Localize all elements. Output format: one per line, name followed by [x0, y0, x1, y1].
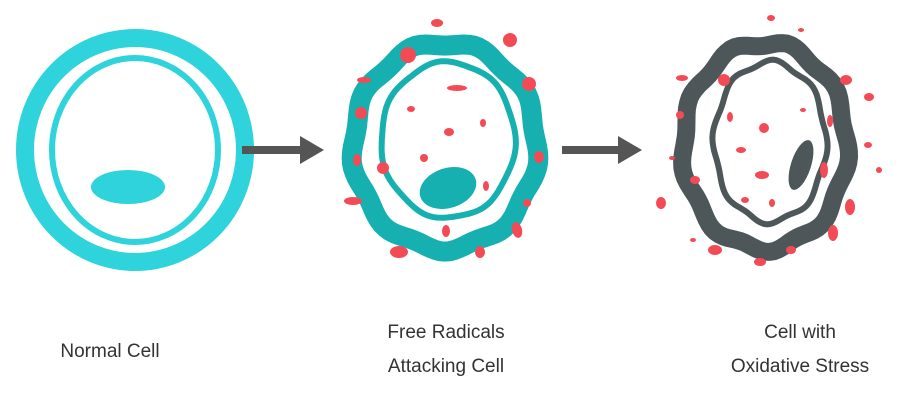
free-radical — [669, 156, 675, 160]
label-attacking-cell: Free Radicals Attacking Cell — [336, 316, 556, 384]
free-radical — [767, 15, 775, 21]
cell-membrane — [16, 29, 254, 271]
nuclear-membrane — [49, 55, 221, 245]
free-radical — [736, 147, 746, 153]
free-radical — [727, 112, 733, 122]
label-normal-cell: Normal Cell — [0, 335, 220, 369]
free-radical — [828, 225, 838, 241]
free-radical — [344, 197, 362, 205]
free-radical — [475, 246, 485, 258]
nucleus — [91, 170, 165, 204]
free-radical — [676, 111, 684, 119]
free-radical — [407, 106, 415, 112]
attacked-cell — [341, 19, 549, 262]
free-radical — [377, 162, 389, 174]
cell-membrane — [341, 34, 549, 262]
free-radical — [442, 225, 450, 237]
free-radical — [769, 199, 775, 207]
free-radical — [820, 162, 828, 178]
arrow-2 — [562, 136, 642, 164]
label-line: Normal Cell — [60, 341, 160, 362]
free-radical — [353, 154, 361, 166]
free-radical — [754, 258, 766, 266]
free-radical — [444, 128, 454, 136]
free-radical — [656, 197, 666, 209]
free-radical — [534, 151, 544, 163]
free-radical — [523, 199, 531, 207]
free-radical — [876, 167, 882, 173]
nucleus — [419, 166, 477, 210]
cell-membrane — [673, 34, 859, 261]
free-radical — [798, 28, 804, 32]
free-radical — [357, 77, 371, 83]
nuclear-membrane — [378, 58, 519, 221]
free-radical — [400, 47, 416, 63]
free-radical — [503, 33, 517, 47]
free-radical — [864, 93, 874, 101]
free-radicals — [656, 15, 882, 266]
free-radical — [447, 85, 467, 91]
free-radical — [483, 181, 489, 191]
free-radical — [755, 171, 769, 179]
nucleus — [788, 140, 814, 190]
free-radical — [390, 246, 408, 258]
free-radicals — [344, 19, 544, 258]
free-radical — [840, 75, 852, 85]
free-radical — [800, 108, 806, 112]
free-radical — [431, 19, 443, 27]
free-radical — [827, 115, 833, 127]
normal-cell — [16, 29, 254, 271]
label-line: Attacking Cell — [387, 356, 505, 377]
free-radical — [676, 75, 688, 81]
free-radical — [786, 246, 796, 254]
free-radical — [759, 123, 769, 133]
stressed-cell — [656, 15, 882, 266]
free-radical — [690, 238, 696, 242]
free-radical — [522, 77, 536, 91]
free-radical — [741, 197, 749, 203]
free-radical — [864, 142, 872, 148]
free-radical — [718, 74, 730, 86]
free-radical — [690, 176, 700, 184]
label-line: Cell with — [764, 322, 836, 343]
free-radical — [480, 119, 486, 127]
free-radical — [420, 154, 428, 162]
nuclear-membrane — [709, 56, 831, 228]
arrow-1 — [242, 136, 324, 164]
label-line: Oxidative Stress — [730, 356, 870, 377]
free-radical — [511, 222, 523, 238]
free-radical — [845, 199, 855, 215]
label-oxidative-stress: Cell with Oxidative Stress — [690, 316, 900, 384]
label-line: Free Radicals — [387, 322, 505, 343]
free-radical — [708, 245, 722, 255]
free-radical — [355, 107, 367, 119]
